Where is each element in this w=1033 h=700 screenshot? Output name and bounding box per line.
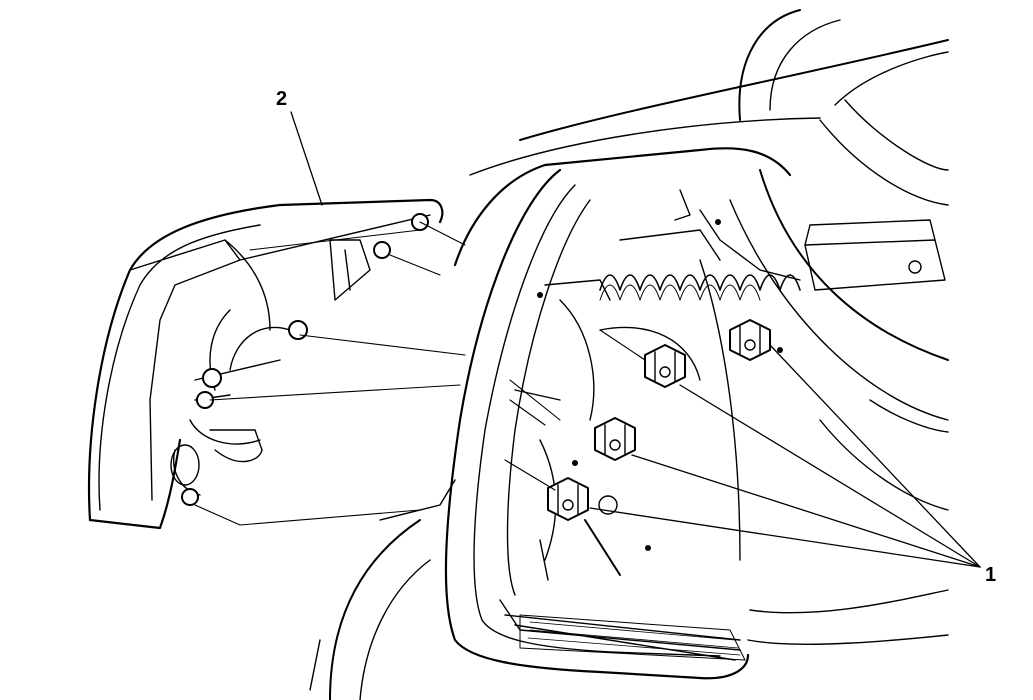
wing-nut-middle — [645, 345, 685, 387]
wiring-harness — [600, 190, 800, 300]
mounting-studs — [537, 219, 783, 551]
quarter-panel — [310, 400, 948, 700]
tail-lamp-pocket — [446, 148, 790, 678]
wing-nut-lower-middle — [595, 418, 635, 460]
callout-leaders — [291, 112, 980, 567]
tail-lamp-studs — [182, 214, 428, 505]
callout-label-1: 1 — [985, 564, 997, 586]
wing-nut-lower — [548, 478, 617, 520]
module-box — [805, 220, 945, 290]
wing-nut-upper — [730, 320, 770, 360]
alignment-lines — [195, 222, 645, 525]
trunk-lid-outline — [470, 10, 948, 420]
callout-label-2: 2 — [276, 88, 288, 110]
